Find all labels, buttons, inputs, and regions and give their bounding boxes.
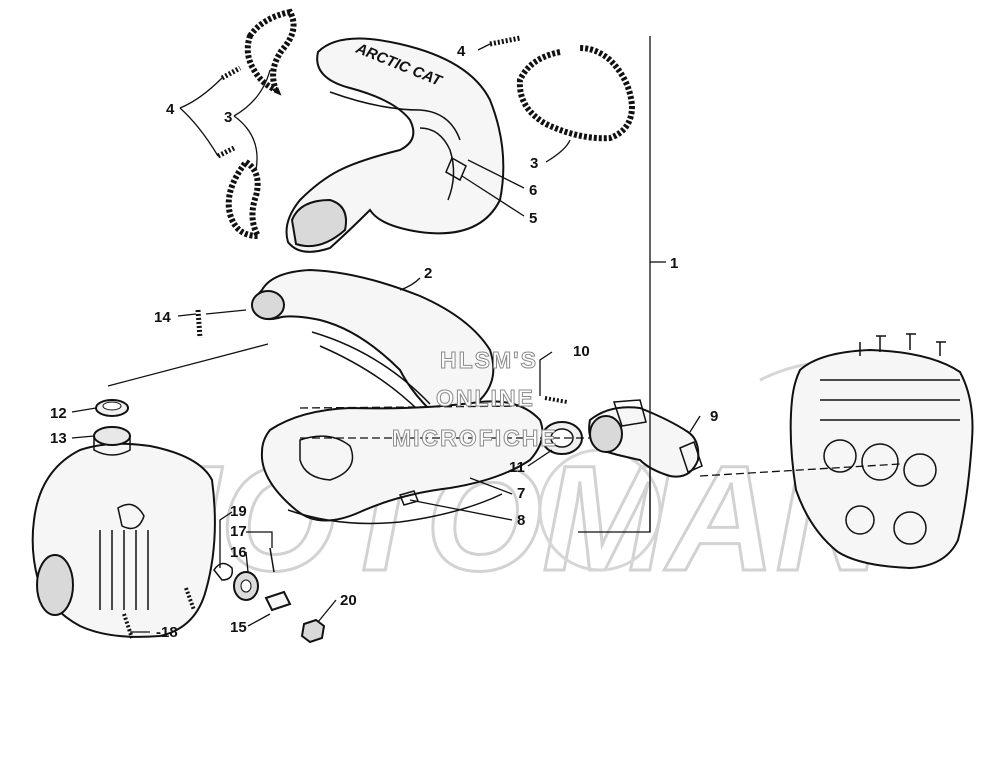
leader-lines [71,36,901,633]
callout-2: 2 [424,265,432,282]
callout-1: 1 [670,255,678,272]
callout-20: 20 [340,592,357,609]
callout-4-top: 4 [457,43,466,60]
spring-upper-left [244,8,297,96]
small-spring-bottom [216,145,236,159]
callout-5: 5 [529,210,537,227]
nut-20 [300,618,326,644]
callout-3-left: 3 [224,109,232,126]
spring-14 [195,309,203,339]
callout-3-right: 3 [530,155,538,172]
callout-7: 7 [517,485,525,502]
callout-6: 6 [529,182,537,199]
callout-15: 15 [230,619,247,636]
engine-block [789,333,974,570]
watermark-line-3: MICROFICHE [392,425,558,451]
spring-10 [544,396,568,404]
callout-17: 17 [230,523,247,540]
callout-labels: 1 2 3 3 4 4 5 6 7 8 9 10 11 12 13 14 15 … [50,43,718,641]
callout-16: 16 [230,544,247,561]
grommet-16 [233,571,259,601]
callout-19: 19 [230,503,247,520]
callout-9: 9 [710,408,718,425]
exhaust-manifold [588,399,703,478]
pin-17 [269,547,275,573]
watermark-text: HLSM'S ONLINE MICROFICHE [392,347,558,452]
watermark-line-1: HLSM'S [440,347,538,373]
spring-lower-left [225,158,264,240]
heat-shield-decal [445,156,467,182]
callout-11: 11 [509,459,525,476]
lower-shield [260,400,544,525]
heat-shield: ARCTIC CAT [285,37,505,253]
callout-12: 12 [50,405,67,422]
small-spring-top [220,65,242,81]
callout-18: -18 [156,624,178,641]
callout-4-left: 4 [166,101,175,118]
muffler [31,442,216,638]
spacer-15 [264,590,292,612]
callout-14: 14 [154,309,171,326]
callout-8: 8 [517,512,525,529]
callout-10: 10 [573,343,590,360]
washer-19 [213,562,234,581]
grommet [95,399,129,417]
callout-13: 13 [50,430,67,447]
small-spring-right [489,35,521,47]
bolts-18 [122,587,196,639]
spring-large-right [516,45,636,142]
watermark-line-2: ONLINE [436,385,535,411]
